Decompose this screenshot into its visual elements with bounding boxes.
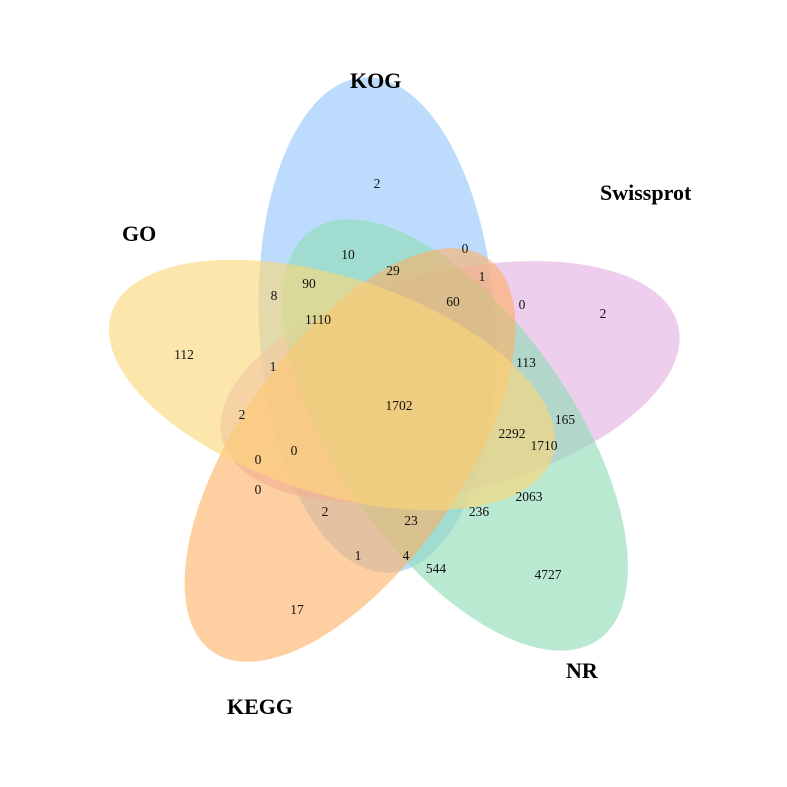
region-count: 0 — [255, 482, 262, 497]
region-count: 4727 — [535, 567, 562, 582]
region-count: 165 — [555, 412, 576, 427]
region-count: 0 — [519, 297, 526, 312]
region-count: 1110 — [305, 312, 331, 327]
region-count: 2 — [600, 306, 607, 321]
region-count: 23 — [404, 513, 418, 528]
region-count: 10 — [341, 247, 355, 262]
region-count: 2 — [322, 504, 329, 519]
region-count: 8 — [271, 288, 278, 303]
region-count: 1 — [479, 269, 486, 284]
set-label-nr: NR — [566, 658, 599, 683]
region-count: 60 — [446, 294, 460, 309]
region-count: 2 — [374, 176, 381, 191]
region-count: 4 — [403, 548, 410, 563]
set-ellipse-go — [108, 259, 556, 511]
region-count: 1 — [355, 548, 362, 563]
set-label-go: GO — [122, 221, 156, 246]
region-count: 544 — [426, 561, 447, 576]
region-count: 0 — [462, 241, 469, 256]
region-count: 0 — [291, 443, 298, 458]
region-count: 90 — [302, 276, 316, 291]
set-label-kegg: KEGG — [227, 694, 293, 719]
region-count: 2292 — [499, 426, 526, 441]
region-count: 29 — [386, 263, 400, 278]
set-label-swissprot: Swissprot — [600, 180, 692, 205]
region-count: 17 — [290, 602, 304, 617]
region-count: 2063 — [516, 489, 543, 504]
region-count: 112 — [174, 347, 194, 362]
set-label-kog: KOG — [350, 68, 401, 93]
region-count: 1710 — [531, 438, 558, 453]
region-count: 236 — [469, 504, 490, 519]
region-count: 1702 — [386, 398, 413, 413]
region-count: 1 — [270, 359, 277, 374]
region-count: 0 — [255, 452, 262, 467]
region-count: 2 — [239, 407, 246, 422]
region-count: 113 — [516, 355, 536, 370]
